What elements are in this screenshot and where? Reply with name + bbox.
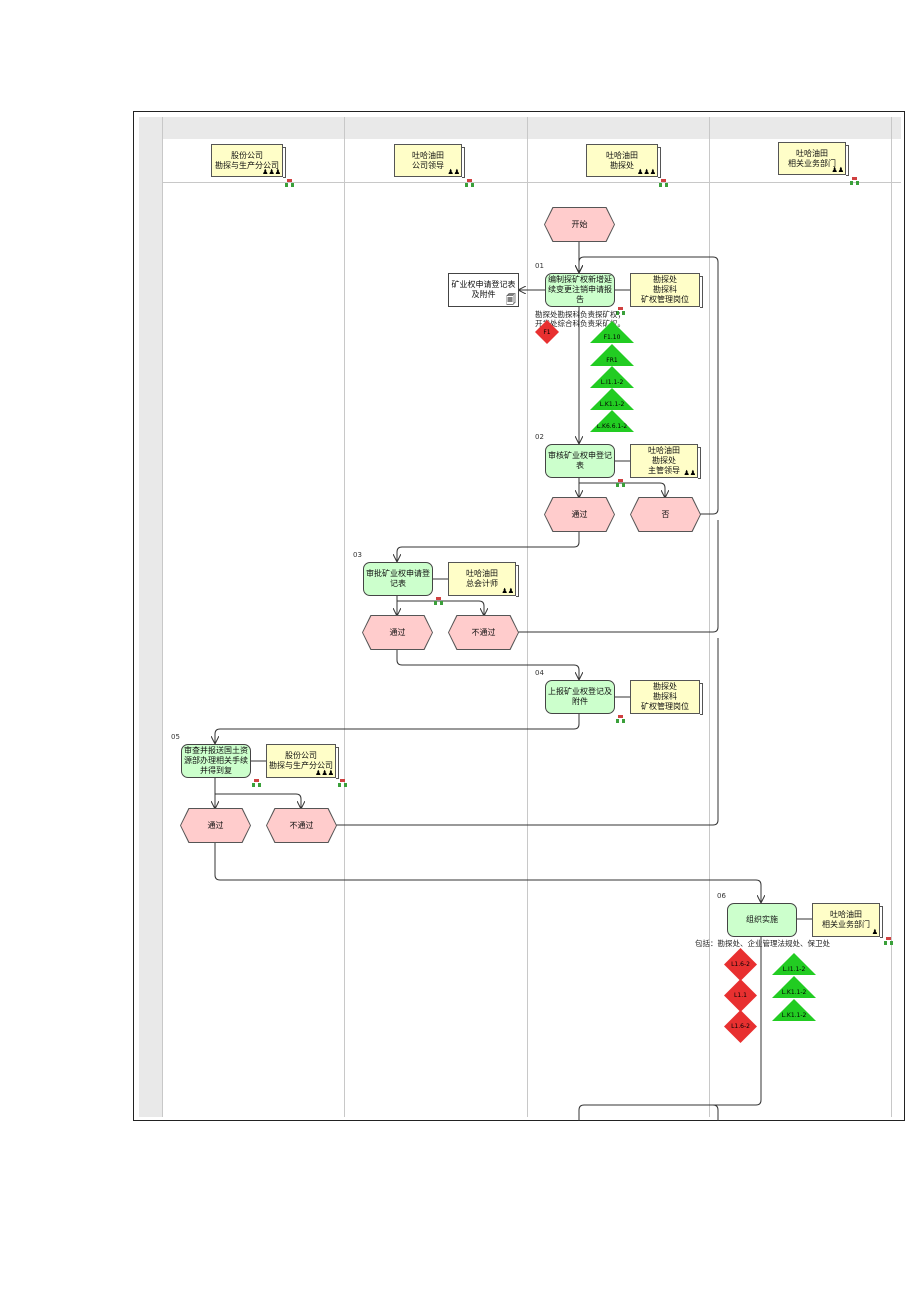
lane-role-header: 吐哈油田 相关业务部门 ♟♟: [778, 142, 849, 176]
event-fail: 不通过: [449, 616, 518, 649]
org-chart-icon: [884, 937, 893, 945]
org-chart-icon: [465, 179, 474, 187]
step-number: 02: [535, 433, 544, 441]
step-number: 01: [535, 262, 544, 270]
role-line: 勘探科: [653, 692, 677, 701]
document-icon: 🗐: [506, 295, 516, 306]
org-chart-icon: [616, 715, 625, 723]
people-group-icon: ♟♟♟: [637, 168, 656, 176]
org-chart-icon: [434, 597, 443, 605]
org-chart-icon: [659, 179, 668, 187]
step-number: 06: [717, 892, 726, 900]
role-title-label: 勘探与生产分公司: [215, 160, 279, 170]
lane-header-strip: [139, 117, 901, 139]
step-role: 勘探处 勘探科 矿权管理岗位: [630, 680, 703, 715]
lane-divider: [891, 117, 892, 1117]
lane-divider: [344, 117, 345, 1117]
lane-role-header: 吐哈油田 公司领导 ♟♟: [394, 144, 465, 178]
event-fail: 否: [631, 498, 700, 531]
role-line: 矿权管理岗位: [641, 295, 689, 304]
lane-divider: [709, 117, 710, 1117]
step-role: 吐哈油田 勘探处 主管领导 ♟♟: [630, 444, 701, 479]
people-group-icon: ♟♟: [501, 587, 514, 595]
role-org-label: 吐哈油田: [606, 150, 638, 160]
step-note: 勘探处勘探科负责探矿权；: [535, 310, 625, 319]
role-title-label: 相关业务部门: [788, 158, 836, 168]
people-group-icon: ♟♟: [447, 168, 460, 176]
event-pass: 通过: [363, 616, 432, 649]
step-role: 吐哈油田 相关业务部门 ♟: [812, 903, 883, 938]
people-group-icon: ♟: [871, 928, 878, 936]
role-line: 股份公司: [285, 751, 317, 760]
task-02[interactable]: 审核矿业权申登记表: [545, 444, 615, 478]
people-group-icon: ♟♟: [683, 469, 696, 477]
step-number: 04: [535, 669, 544, 677]
lane-role-header: 股份公司 勘探与生产分公司 ♟♟♟: [211, 144, 286, 178]
task-03[interactable]: 审批矿业权申请登记表: [363, 562, 433, 596]
role-line: 相关业务部门: [822, 920, 870, 929]
lane-left-strip: [139, 117, 162, 1117]
event-pass: 通过: [545, 498, 614, 531]
task-04[interactable]: 上报矿业权登记及附件: [545, 680, 615, 714]
role-line: 勘探处: [653, 682, 677, 691]
people-group-icon: ♟♟: [831, 166, 844, 174]
task-01[interactable]: 编制探矿权新增延续变更注销申请报告: [545, 273, 615, 307]
role-org-label: 股份公司: [231, 150, 263, 160]
step-note: 包括：勘探处、企业管理法规处、保卫处: [695, 939, 830, 948]
role-line: 勘探与生产分公司: [269, 761, 333, 770]
lane-role-header: 吐哈油田 勘探处 ♟♟♟: [586, 144, 661, 178]
org-chart-icon: [616, 479, 625, 487]
flowchart-frame: [133, 111, 905, 1121]
role-line: 吐哈油田: [830, 910, 862, 919]
step-role: 吐哈油田 总会计师 ♟♟: [448, 562, 519, 597]
document-box: 矿业权申请登记表及附件: [448, 273, 519, 307]
role-line: 总会计师: [466, 579, 498, 588]
people-group-icon: ♟♟♟: [262, 168, 281, 176]
role-line: 勘探处: [652, 456, 676, 465]
start-event: 开始: [545, 208, 614, 241]
role-line: 主管领导: [648, 466, 680, 475]
role-title-label: 公司领导: [412, 160, 444, 170]
task-06[interactable]: 组织实施: [727, 903, 797, 937]
org-chart-icon: [285, 179, 294, 187]
task-05[interactable]: 审查并报送国土资源部办理相关手续并得到复: [181, 744, 251, 778]
role-title-label: 勘探处: [610, 160, 634, 170]
people-group-icon: ♟♟♟: [315, 769, 334, 777]
role-line: 吐哈油田: [648, 446, 680, 455]
step-role: 股份公司 勘探与生产分公司 ♟♟♟: [266, 744, 339, 779]
role-org-label: 吐哈油田: [412, 150, 444, 160]
org-chart-icon: [616, 307, 625, 315]
event-pass: 通过: [181, 809, 250, 842]
event-fail: 不通过: [267, 809, 336, 842]
role-org-label: 吐哈油田: [796, 148, 828, 158]
lane-divider: [527, 117, 528, 1117]
org-chart-icon: [338, 779, 347, 787]
org-chart-icon: [252, 779, 261, 787]
role-line: 矿权管理岗位: [641, 702, 689, 711]
step-number: 03: [353, 551, 362, 559]
step-number: 05: [171, 733, 180, 741]
role-line: 勘探处: [653, 275, 677, 284]
step-note: 开发处综合科负责采矿权。: [535, 319, 625, 328]
org-chart-icon: [850, 177, 859, 185]
role-line: 吐哈油田: [466, 569, 498, 578]
step-role: 勘探处 勘探科 矿权管理岗位: [630, 273, 703, 308]
role-line: 勘探科: [653, 285, 677, 294]
lane-divider: [162, 117, 163, 1117]
document-label: 矿业权申请登记表及附件: [451, 280, 516, 299]
